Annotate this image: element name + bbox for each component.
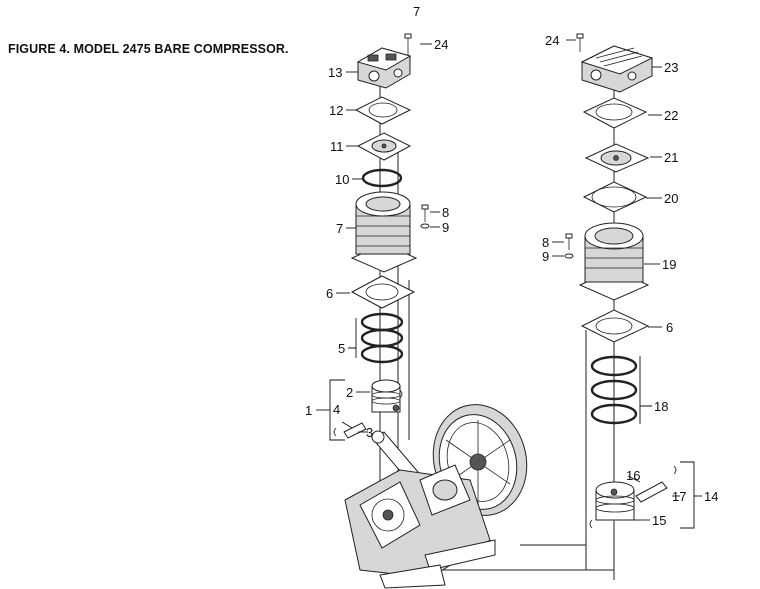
callout-11: 11 bbox=[330, 139, 344, 154]
right-cylinder bbox=[578, 222, 650, 301]
left-valve-plate bbox=[356, 132, 412, 161]
callout-15: 15 bbox=[652, 513, 666, 528]
callout-20: 20 bbox=[664, 191, 678, 206]
right-head-bolt bbox=[576, 33, 584, 52]
left-cylinder-gasket bbox=[350, 275, 416, 309]
right-wrist-pin bbox=[635, 465, 677, 503]
callout-9-right: 9 bbox=[542, 249, 549, 264]
callout-14: 14 bbox=[704, 489, 718, 504]
callout-12: 12 bbox=[329, 103, 343, 118]
callouts: 24 13 12 11 10 7 8 9 6 5 2 1 4 3 24 23 2… bbox=[305, 33, 718, 528]
callout-24-left: 24 bbox=[434, 37, 448, 52]
right-valve-plate bbox=[584, 143, 650, 173]
right-upper-gasket bbox=[582, 181, 648, 213]
left-cylinder bbox=[350, 191, 418, 273]
callout-8-right: 8 bbox=[542, 235, 549, 250]
left-piston bbox=[371, 379, 401, 413]
left-head-bolt bbox=[404, 33, 412, 55]
right-piston-rings bbox=[590, 355, 638, 425]
right-cylinder-gasket bbox=[580, 309, 650, 343]
callout-22: 22 bbox=[664, 108, 678, 123]
callout-5: 5 bbox=[338, 341, 345, 356]
callout-21: 21 bbox=[664, 150, 678, 165]
callout-7: 7 bbox=[336, 221, 343, 236]
left-piston-rings bbox=[360, 312, 404, 364]
callout-13: 13 bbox=[328, 65, 342, 80]
callout-4: 4 bbox=[333, 402, 340, 417]
callout-2: 2 bbox=[346, 385, 353, 400]
callout-3: 3 bbox=[366, 425, 373, 440]
callout-10: 10 bbox=[335, 172, 349, 187]
right-cylinder-bolt bbox=[564, 233, 574, 259]
callout-18: 18 bbox=[654, 399, 668, 414]
right-piston-assembly-bracket bbox=[680, 461, 695, 529]
crankcase bbox=[344, 464, 496, 589]
callout-23: 23 bbox=[664, 60, 678, 75]
page-number: 7 bbox=[413, 4, 421, 19]
left-cylinder-head bbox=[356, 47, 412, 89]
figure-title: FIGURE 4. MODEL 2475 BARE COMPRESSOR. bbox=[8, 42, 289, 56]
callout-17: 17 bbox=[672, 489, 686, 504]
left-o-ring bbox=[361, 168, 403, 188]
right-piston bbox=[589, 481, 635, 529]
left-connecting-rod bbox=[371, 430, 419, 479]
right-head-gasket bbox=[582, 97, 648, 129]
callout-6-left: 6 bbox=[326, 286, 333, 301]
callout-16: 16 bbox=[626, 468, 640, 483]
callout-9-left: 9 bbox=[442, 220, 449, 235]
callout-24-right: 24 bbox=[545, 33, 559, 48]
left-head-gasket bbox=[354, 96, 412, 125]
callout-8-left: 8 bbox=[442, 205, 449, 220]
left-cylinder-bolt bbox=[420, 204, 430, 229]
callout-1: 1 bbox=[305, 403, 312, 418]
callout-6-right: 6 bbox=[666, 320, 673, 335]
right-cylinder-head bbox=[580, 45, 654, 93]
callout-19: 19 bbox=[662, 257, 676, 272]
leader-lines bbox=[316, 39, 702, 521]
left-wrist-pin bbox=[333, 389, 403, 439]
